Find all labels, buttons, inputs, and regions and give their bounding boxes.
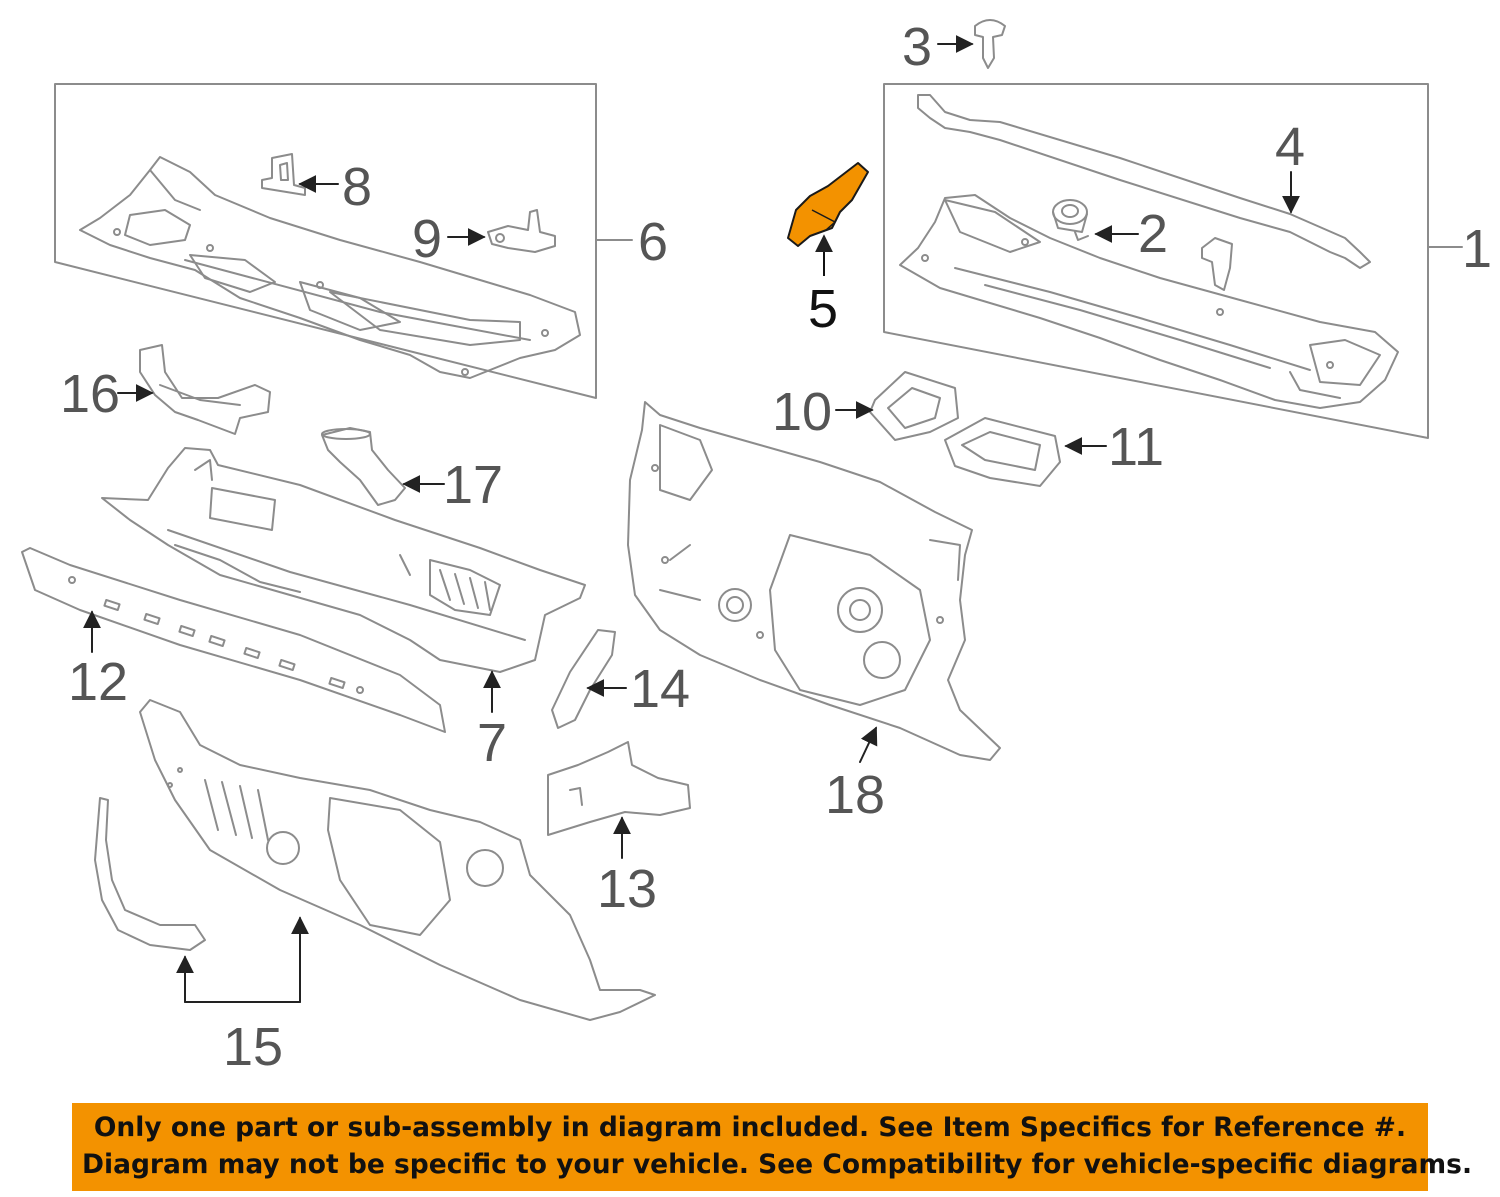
callout-14: 14: [630, 659, 691, 719]
seal-strip-part-4: [917, 94, 1371, 269]
leader-18: [859, 726, 878, 763]
grommet-part-2: [1052, 199, 1089, 241]
cowl-panel-right: [899, 194, 1399, 409]
upper-dash-panel-part-7: [101, 447, 586, 673]
callout-8: 8: [342, 157, 373, 217]
callout-17: 17: [443, 455, 504, 515]
callout-10: 10: [772, 382, 833, 442]
bracket-part-9: [487, 209, 556, 253]
callout-7: 7: [477, 713, 508, 773]
bracket-part-16: [139, 344, 271, 435]
dash-panel-part-18: [627, 401, 1001, 761]
duct-part-17: [321, 427, 406, 506]
callout-2: 2: [1138, 204, 1169, 264]
disclaimer-line-1: Only one part or sub-assembly in diagram…: [93, 1112, 1407, 1143]
callout-13: 13: [597, 859, 658, 919]
highlighted-part-5: [787, 162, 869, 247]
bracket-part-13: [547, 741, 691, 836]
callout-9: 9: [412, 209, 443, 269]
callout-4: 4: [1275, 117, 1306, 177]
cowl-panel-left: [79, 156, 581, 379]
cowl-clip-bracket: [1201, 237, 1233, 291]
callout-1: 1: [1462, 219, 1493, 279]
bracket-part-8: [261, 153, 306, 196]
clip-part-3: [974, 19, 1006, 69]
callout-16: 16: [60, 364, 121, 424]
callout-5: 5: [808, 279, 839, 339]
vent-part-11: [944, 417, 1061, 487]
callout-6: 6: [638, 212, 669, 272]
callout-11: 11: [1108, 417, 1165, 477]
callout-15: 15: [223, 1017, 284, 1077]
callout-12: 12: [68, 652, 129, 712]
insulator-part-15: [94, 699, 656, 1021]
parts-diagram: [21, 19, 1463, 1021]
assembly-box-6: [54, 83, 597, 399]
disclaimer-line-2: Diagram may not be specific to your vehi…: [82, 1149, 1473, 1180]
assembly-box-1: [883, 83, 1429, 439]
callout-3: 3: [902, 17, 933, 77]
bracket-part-14: [551, 629, 616, 729]
disclaimer-banner: Only one part or sub-assembly in diagram…: [72, 1103, 1473, 1191]
callout-18: 18: [825, 765, 886, 825]
vent-part-10: [869, 371, 959, 441]
